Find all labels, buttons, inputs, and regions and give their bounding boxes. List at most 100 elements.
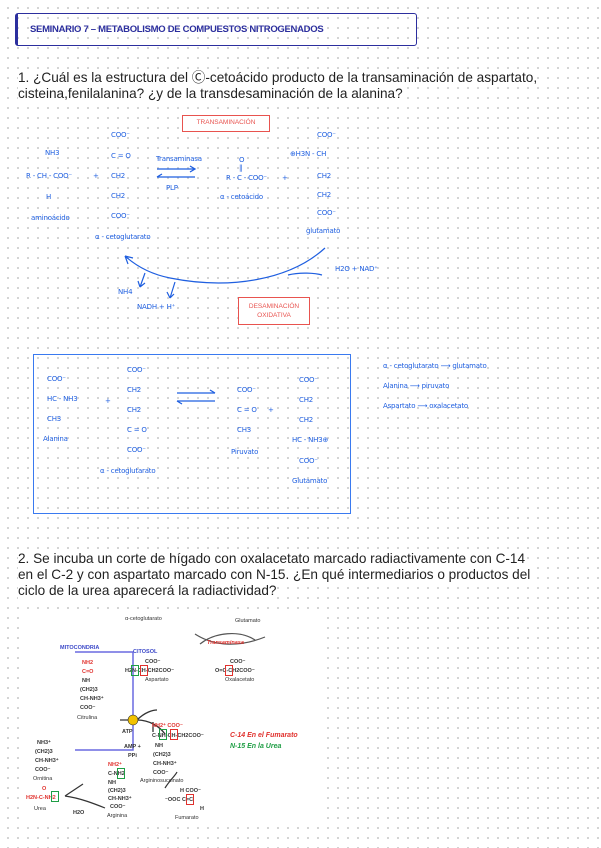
- glu-atom: COO⁻: [317, 131, 336, 139]
- legend-c14: C-14 En el Fumarato: [230, 732, 298, 739]
- fig-transaminasa: Transaminasa: [207, 640, 244, 646]
- summary-row: Alanina ⟶ piruvato: [383, 382, 450, 390]
- question-2-line-3: ciclo de la urea aparecerá la radiactivi…: [18, 583, 277, 599]
- n15-marker: [131, 665, 139, 676]
- akg-atom: CH2: [111, 192, 126, 200]
- fig-arginina: NH2⁺: [108, 762, 122, 768]
- glu-atom: COO⁻: [317, 209, 336, 217]
- fig-fumarato: ⁻OOC C=C: [165, 797, 194, 803]
- glu-atom: CH2: [299, 416, 314, 424]
- akg-atom: CH2: [127, 406, 142, 414]
- fig-argininosuccinato-label: Argininosuccinato: [140, 778, 184, 784]
- glu-atom: HC - NH3⊕: [292, 436, 329, 444]
- legend-n15: N-15 En la Urea: [230, 743, 282, 750]
- fig-arginina: C-NH2: [108, 771, 125, 777]
- question-2-line-1: 2. Se incuba un corte de hígado con oxal…: [18, 551, 526, 567]
- summary-to: oxalacetato: [429, 402, 468, 410]
- summary-to: glutamato: [452, 362, 487, 370]
- fig-arginina: (CH2)3: [108, 788, 126, 794]
- h2o-nad-label: H2O + NAD⁺: [335, 265, 378, 273]
- alanina-label: Alanina: [43, 435, 68, 443]
- fig-mitocondria: MITOCONDRIA: [60, 645, 100, 651]
- title-box: [15, 13, 417, 46]
- page-title: SEMINARIO 7 – METABOLISMO DE COMPUESTOS …: [30, 24, 324, 35]
- fig-urea-label: Urea: [34, 806, 46, 812]
- question-1-line-2: cisteina,fenilalanina? ¿y de la transdes…: [18, 86, 403, 102]
- glutamato-label: glutamato: [306, 227, 341, 235]
- c14-marker: [140, 665, 148, 676]
- fig-ppi: PPi: [128, 753, 137, 759]
- aa-h: H: [46, 193, 52, 201]
- nadh-label: NADH + H⁺: [137, 303, 176, 311]
- aa-nh3: NH3: [45, 149, 60, 157]
- alanine-transamination-box: [33, 354, 351, 514]
- equilibrium-arrows: [156, 165, 197, 178]
- fig-citrulina: (CH2)3: [80, 687, 98, 693]
- akg-atom: C = O: [127, 426, 147, 434]
- question-2-line-2: en el C-2 y con aspartato marcado con N-…: [18, 567, 531, 583]
- fig-aspartato: COO⁻: [145, 659, 161, 665]
- fig-fumarato: H: [200, 806, 204, 812]
- desaminacion-text: DESAMINACIÓN: [248, 303, 300, 310]
- pyr-atom: CH3: [237, 426, 252, 434]
- fig-aspartato-label: Aspartato: [145, 677, 169, 683]
- fig-glutamato: Glutamato: [235, 618, 261, 624]
- glu-atom: COO⁻: [299, 457, 318, 465]
- nh4-label: NH4: [118, 288, 133, 296]
- akg-atom: CH2: [111, 172, 126, 180]
- summary-row: Aspartato ⟶ oxalacetato: [383, 402, 468, 410]
- fig-amp: AMP +: [124, 744, 141, 750]
- fig-arginina-label: Arginina: [107, 813, 128, 819]
- fig-aspartato: H2N-CH-CH2COO⁻: [125, 668, 175, 674]
- ala-atom: HC - NH3: [47, 395, 78, 403]
- akg-atom: COO⁻: [111, 212, 130, 220]
- oxidativa-text: OXIDATIVA: [257, 312, 291, 319]
- figure-lines: [64, 633, 266, 809]
- c14-marker: [170, 729, 178, 740]
- fig-argininosuccinato: (CH2)3: [153, 752, 171, 758]
- pyr-atom: C = O: [237, 406, 257, 414]
- summary-from: Alanina: [383, 382, 408, 390]
- desamination-curve-arrow: [124, 247, 326, 299]
- akg-label: α - cetoglutarato: [100, 467, 156, 475]
- enzyme-label: Transaminasa: [156, 155, 202, 163]
- glutamato-label: Glutamato: [292, 477, 328, 485]
- akg-atom: COO⁻: [127, 366, 146, 374]
- akg-atom: COO⁻: [127, 446, 146, 454]
- akg-label: α - cetoglutarato: [95, 233, 151, 241]
- c14-marker: [225, 665, 233, 676]
- fig-citosol: CITOSOL: [133, 649, 158, 655]
- fig-argininosuccinato: NH: [155, 743, 163, 749]
- glu-atom: CH2: [317, 191, 332, 199]
- keto-double-bond: ‖: [239, 164, 243, 172]
- fig-citrulina: NH2: [82, 660, 94, 666]
- fig-oxalacetato: O=C-CH2COO⁻: [215, 668, 255, 674]
- keto-formula: R - C - COO⁻: [226, 174, 267, 182]
- aminoacido-label: aminoácido: [31, 214, 70, 222]
- glu-atom: COO⁻: [299, 376, 318, 384]
- fig-urea: H2N-C-NH2: [26, 795, 56, 801]
- summary-to: piruvato: [421, 382, 450, 390]
- fig-citrulina: CH-NH3⁺: [80, 696, 104, 702]
- n15-marker: [117, 768, 125, 779]
- fig-citrulina: C=O: [82, 669, 94, 675]
- fig-citrulina-label: Citrulina: [77, 715, 98, 721]
- fig-atp: ATP: [122, 729, 133, 735]
- fig-ornitina: NH3⁺: [37, 740, 51, 746]
- fig-citrulina: NH: [82, 678, 90, 684]
- question-1-line-1: 1. ¿Cuál es la estructura del Ⓒ-cetoácid…: [18, 70, 538, 86]
- fig-urea: O: [42, 786, 47, 792]
- fig-fumarato-label: Fumarato: [175, 815, 199, 821]
- n15-marker: [159, 729, 167, 740]
- transaminacion-label: TRANSAMINACIÓN: [182, 115, 270, 132]
- akg-atom: C = O: [111, 152, 131, 160]
- akg-atom: CH2: [127, 386, 142, 394]
- cofactor-label: PLP: [166, 184, 178, 192]
- plus: +: [105, 397, 111, 405]
- summary-from: Aspartato: [383, 402, 416, 410]
- fig-ornitina-label: Ornitina: [33, 776, 53, 782]
- fig-citrulina: COO⁻: [80, 705, 96, 711]
- fig-argininosuccinato: NH2⁺ COO⁻: [152, 723, 183, 729]
- fig-h2o: H2O: [73, 810, 85, 816]
- keto-o: O: [239, 156, 245, 164]
